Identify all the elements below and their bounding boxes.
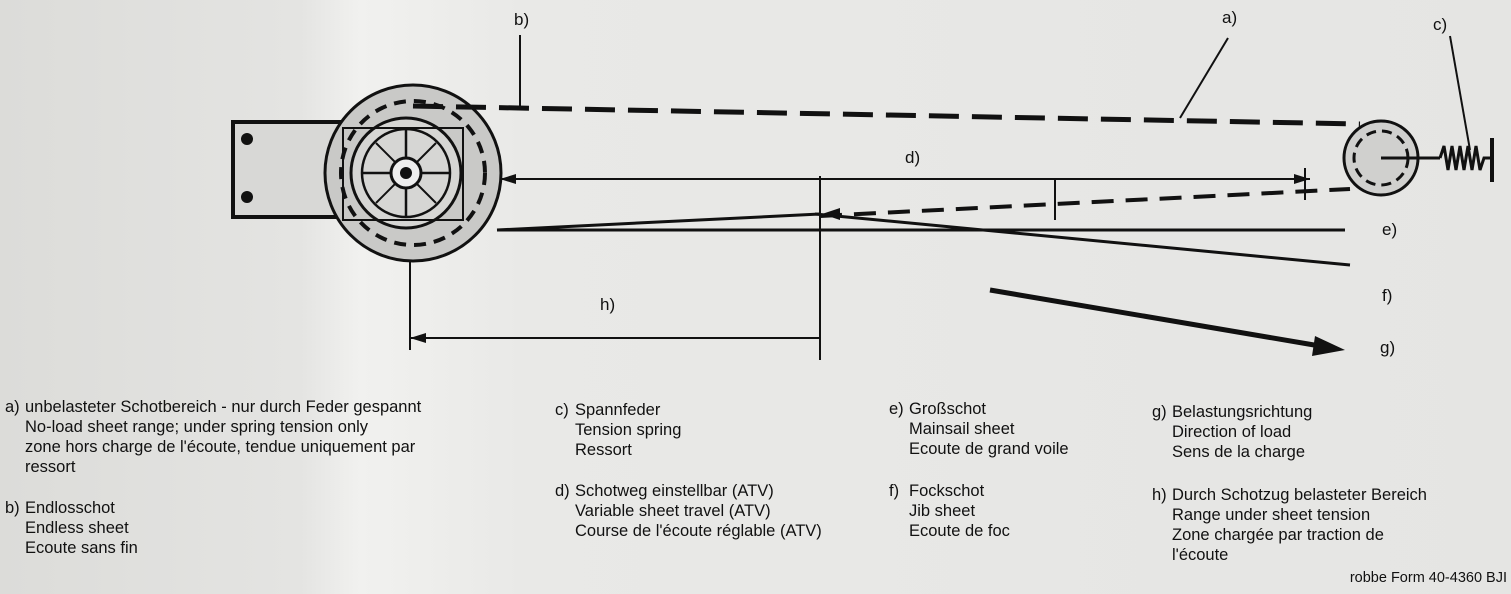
- load-direction-arrow: [989, 287, 1345, 356]
- legend-h-line-1: Durch Schotzug belasteter Bereich: [1172, 486, 1427, 504]
- legend-a-line-2: No-load sheet range; under spring tensio…: [25, 418, 369, 436]
- tension-spring: [1438, 145, 1490, 171]
- legend-f-line-1: Fockschot: [909, 482, 985, 500]
- jib-sheet-line: [814, 212, 1351, 267]
- leader-a: [1179, 37, 1229, 119]
- legend-b-key: b): [5, 499, 20, 517]
- legend-h-line-2: Range under sheet tension: [1172, 506, 1371, 524]
- legend-c-line-2: Tension spring: [575, 421, 682, 439]
- leader-c: [1449, 35, 1471, 151]
- junction-arrow: [822, 208, 840, 220]
- winch-drum: [323, 83, 503, 263]
- legend-f-key: f): [889, 482, 900, 500]
- legend-a: a) unbelasteter Schotbereich - nur durch…: [5, 397, 545, 479]
- legend-h-line-3: Zone chargée par traction de: [1172, 526, 1384, 544]
- legend-a-line-3: zone hors charge de l'écoute, tendue uni…: [25, 438, 416, 456]
- diagram-label-b: b): [514, 10, 530, 29]
- legend-h: h) Durch Schotzug belasteter Bereich Ran…: [1152, 485, 1492, 567]
- endless-sheet-upper: [412, 103, 1361, 127]
- legend-c-key: c): [555, 401, 569, 419]
- legend-f: f) Fockschot Jib sheet Ecoute de foc: [889, 481, 1129, 543]
- tension-pulley: [1342, 119, 1440, 197]
- legend-d-line-2: Variable sheet travel (ATV): [575, 502, 771, 520]
- legend-a-line-4: ressort: [25, 458, 76, 476]
- legend-b-line-1: Endlosschot: [25, 499, 115, 517]
- legend-g-line-3: Sens de la charge: [1172, 443, 1306, 461]
- form-number-footer: robbe Form 40-4360 BJI: [1349, 570, 1507, 586]
- drum-to-junction-line: [496, 212, 821, 232]
- legend-e-line-2: Mainsail sheet: [909, 420, 1015, 438]
- diagram-label-h: h): [600, 295, 616, 314]
- legend-a-key: a): [5, 398, 20, 416]
- diagram-label-e: e): [1382, 220, 1398, 239]
- legend-g-key: g): [1152, 403, 1167, 421]
- legend-b: b) Endlosschot Endless sheet Ecoute sans…: [5, 498, 305, 560]
- diagram-label-a: a): [1222, 8, 1238, 27]
- dimension-d: [500, 168, 1310, 225]
- legend-g: g) Belastungsrichtung Direction of load …: [1152, 402, 1492, 464]
- legend-h-line-4: l'écoute: [1172, 546, 1229, 564]
- legend-c-line-1: Spannfeder: [575, 401, 661, 419]
- legend-d-line-1: Schotweg einstellbar (ATV): [575, 482, 774, 500]
- diagram-label-c: c): [1433, 15, 1448, 34]
- legend-b-line-2: Endless sheet: [25, 519, 129, 537]
- legend-b-line-3: Ecoute sans fin: [25, 539, 138, 557]
- diagram-label-f: f): [1382, 286, 1393, 305]
- sheet-winch-diagram: [231, 35, 1494, 360]
- endless-sheet-lower: [819, 187, 1351, 218]
- legend-f-line-2: Jib sheet: [909, 502, 976, 520]
- legend-e-line-3: Ecoute de grand voile: [909, 440, 1069, 458]
- legend-c-line-3: Ressort: [575, 441, 632, 459]
- legend-f-line-3: Ecoute de foc: [909, 522, 1010, 540]
- legend-e-key: e): [889, 400, 904, 418]
- legend-d-key: d): [555, 482, 570, 500]
- legend-d: d) Schotweg einstellbar (ATV) Variable s…: [555, 481, 895, 543]
- legend-d-line-3: Course de l'écoute réglable (ATV): [575, 522, 822, 540]
- diagram-label-g: g): [1380, 338, 1396, 357]
- legend-g-line-1: Belastungsrichtung: [1172, 403, 1313, 421]
- legend-g-line-2: Direction of load: [1172, 423, 1292, 441]
- diagram-label-d: d): [905, 148, 921, 167]
- legend-e-line-1: Großschot: [909, 400, 987, 418]
- dimension-h: [409, 190, 821, 360]
- legend-a-line-1: unbelasteter Schotbereich - nur durch Fe…: [25, 398, 422, 416]
- legend-e: e) Großschot Mainsail sheet Ecoute de gr…: [889, 399, 1129, 461]
- legend-c: c) Spannfeder Tension spring Ressort: [555, 400, 855, 462]
- legend-h-key: h): [1152, 486, 1167, 504]
